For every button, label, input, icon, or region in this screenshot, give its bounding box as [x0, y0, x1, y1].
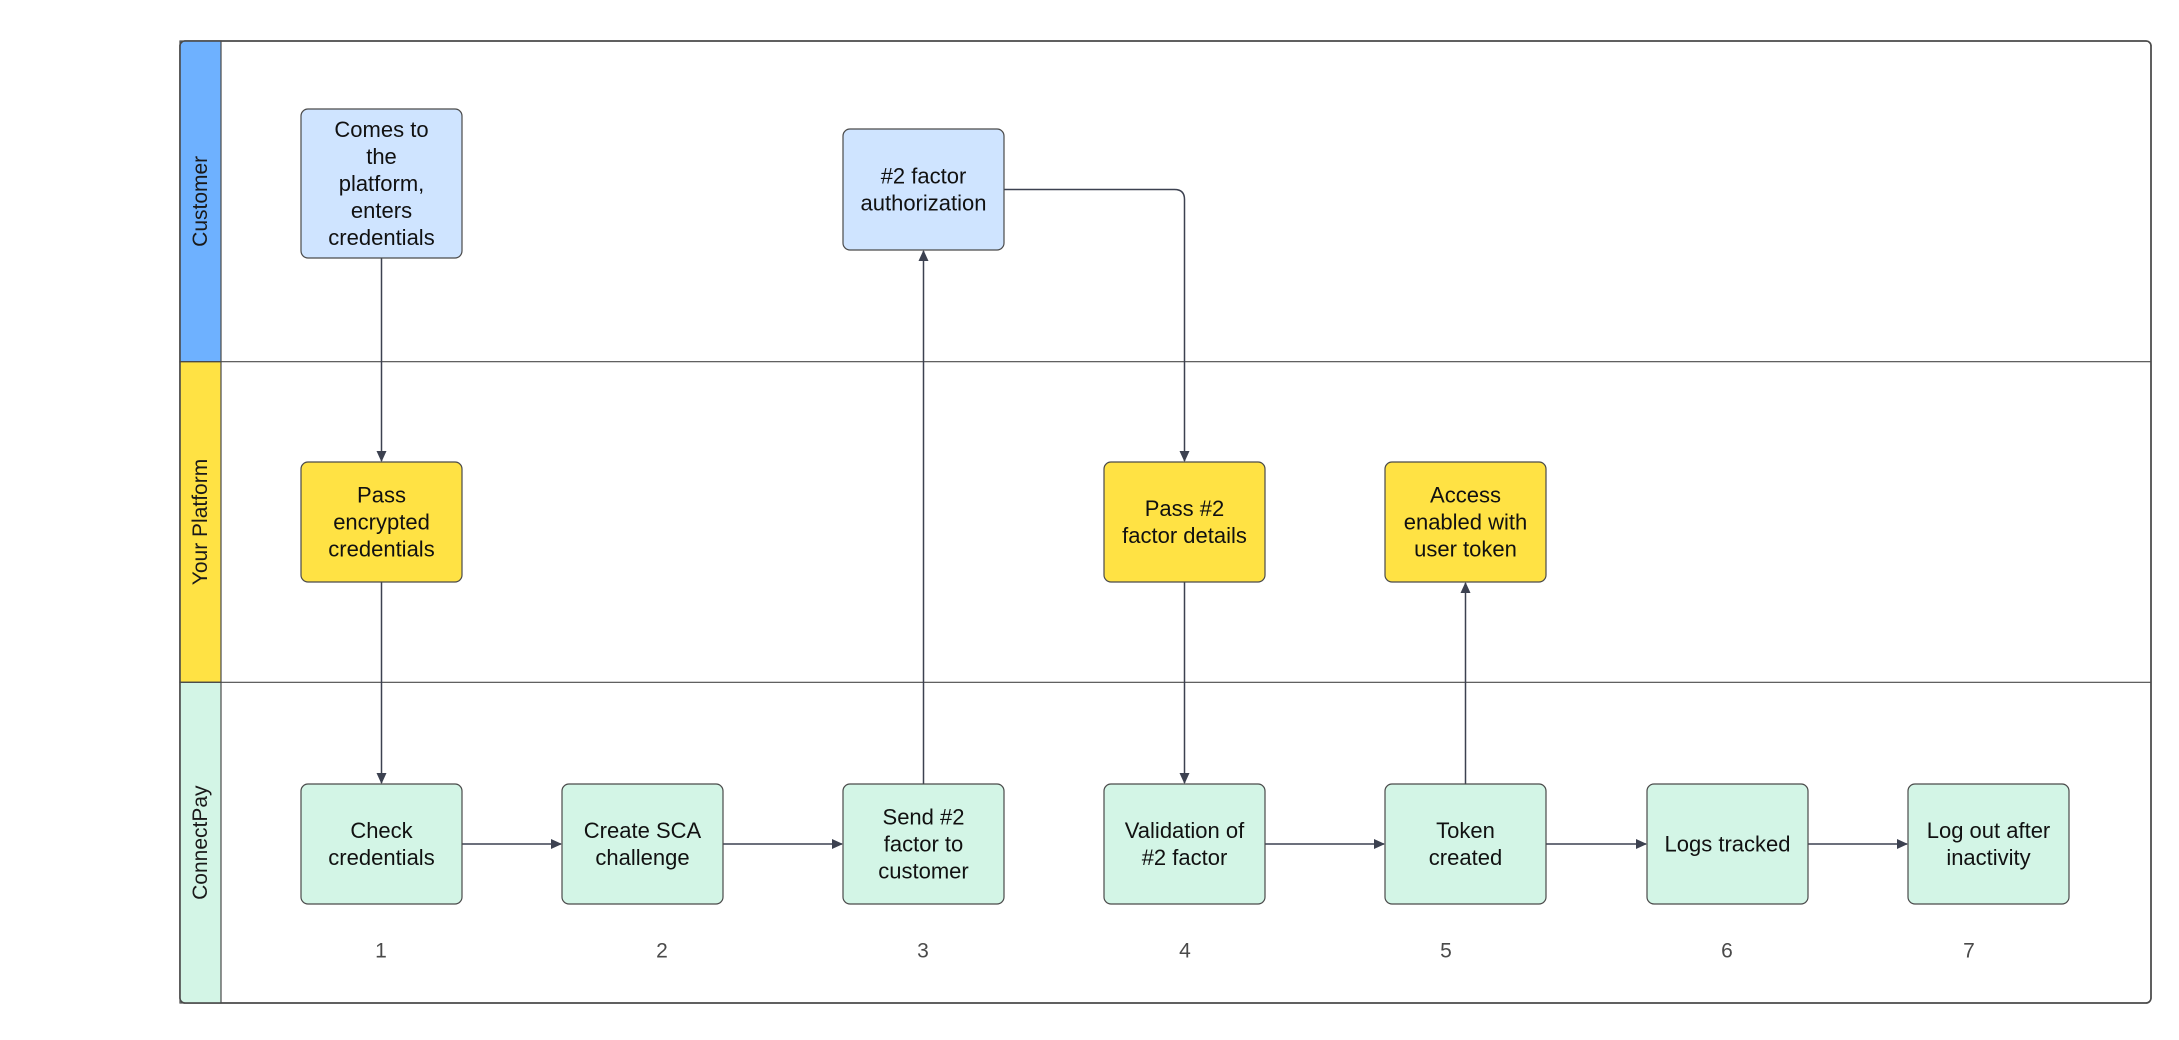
step-number-1: 1 — [375, 940, 387, 963]
box-text-line: factor to — [884, 832, 963, 857]
box-text-line: Logs tracked — [1665, 832, 1791, 857]
lane-label-platform: Your Platform — [189, 459, 212, 585]
box-text-line: the — [366, 144, 397, 169]
box-text-line: Pass #2 — [1145, 496, 1225, 521]
box-text-line: credentials — [328, 845, 434, 870]
box-text-line: Check — [350, 818, 413, 843]
box-shape — [300, 461, 463, 583]
step-number-3: 3 — [917, 940, 929, 963]
diagram-border — [179, 40, 2152, 1004]
box-shape — [561, 783, 724, 905]
box-text-line: user token — [1414, 537, 1517, 562]
box-text-line: Token — [1436, 818, 1495, 843]
box-shape — [300, 108, 463, 259]
connectors — [376, 188, 1908, 849]
box-text-line: customer — [878, 859, 968, 884]
box-shape — [1646, 783, 1809, 905]
box-text-line: enters — [351, 198, 412, 223]
box-text-line: Create SCA — [584, 818, 702, 843]
box-text-line: inactivity — [1946, 845, 2030, 870]
box-text-line: #2 factor — [1142, 845, 1228, 870]
lane-connectpay: ConnectPay — [179, 681, 2151, 1004]
box-text-line: created — [1429, 845, 1502, 870]
box-shape — [1103, 783, 1266, 905]
step-number-2: 2 — [656, 940, 668, 963]
box-text-line: Pass — [357, 483, 406, 508]
lane-strip-customer — [179, 40, 222, 363]
lane-platform: Your Platform — [179, 361, 2151, 683]
box-text-line: challenge — [595, 845, 689, 870]
box-text-line: Log out after — [1927, 818, 2051, 843]
box-valid[interactable]: Validation of#2 factor — [1103, 783, 1266, 905]
box-text-line: Validation of — [1125, 818, 1245, 843]
box-shape — [1384, 783, 1547, 905]
box-shape — [1103, 461, 1266, 583]
connector-n-2fa-to-n-pass-2 — [1004, 188, 1190, 462]
box-text-line: factor details — [1122, 523, 1247, 548]
box-text-line: encrypted — [333, 510, 430, 535]
box-shape — [842, 783, 1005, 905]
step-number-4: 4 — [1179, 940, 1191, 963]
step-numbers: 1 2 3 4 5 6 7 — [375, 940, 1975, 963]
box-shape — [842, 128, 1005, 251]
step-number-7: 7 — [1963, 940, 1975, 963]
box-shape — [1384, 461, 1547, 583]
lane-customer: Customer — [179, 40, 222, 363]
lane-strip-platform — [179, 361, 222, 683]
process-boxes: Comes totheplatform,enterscredentials#2 … — [300, 108, 2070, 905]
box-text-line: #2 factor — [881, 164, 967, 189]
box-shape — [300, 783, 463, 905]
lane-label-connectpay: ConnectPay — [189, 785, 212, 900]
box-text-line: Comes to — [334, 117, 428, 142]
box-text-line: platform, — [339, 171, 425, 196]
box-text-line: authorization — [861, 191, 987, 216]
box-text-line: enabled with — [1404, 510, 1528, 535]
step-number-6: 6 — [1721, 940, 1733, 963]
box-text-line: credentials — [328, 537, 434, 562]
box-shape — [1907, 783, 2070, 905]
box-text-line: Access — [1430, 483, 1501, 508]
step-number-5: 5 — [1440, 940, 1452, 963]
lane-label-customer: Customer — [189, 156, 212, 247]
box-text-line: Send #2 — [883, 805, 965, 830]
box-logs[interactable]: Logs tracked — [1646, 783, 1809, 905]
box-text-line: credentials — [328, 225, 434, 250]
